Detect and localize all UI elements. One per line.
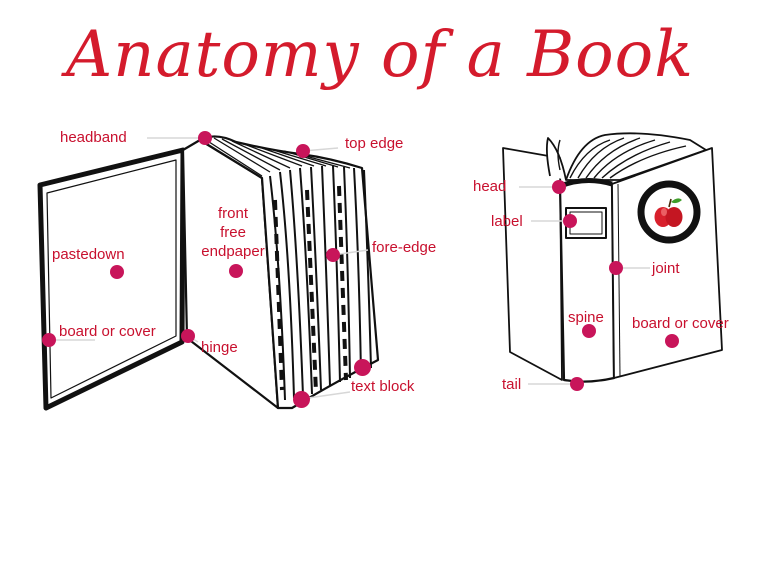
marker-fore-edge bbox=[326, 248, 340, 262]
label-front-free-endpaper-line2: free bbox=[220, 224, 246, 241]
label-front-free-endpaper-line3: endpaper bbox=[201, 243, 265, 260]
label-headband: headband bbox=[60, 129, 127, 146]
marker-text-block-1 bbox=[353, 358, 371, 376]
open-book-illustration bbox=[37, 135, 380, 411]
closed-book-illustration bbox=[502, 132, 723, 383]
marker-head bbox=[552, 180, 566, 194]
label-label: label bbox=[491, 213, 523, 230]
label-fore-edge: fore-edge bbox=[372, 239, 437, 256]
label-front-free-endpaper: front free endpaper bbox=[198, 204, 268, 261]
marker-board-or-cover-left bbox=[42, 333, 56, 347]
label-front-free-endpaper-line1: front bbox=[217, 205, 248, 222]
label-text-block: text block bbox=[351, 378, 415, 395]
label-board-or-cover-right: board or cover bbox=[632, 315, 729, 332]
label-head: head bbox=[473, 178, 507, 195]
label-tail: tail bbox=[502, 376, 522, 393]
marker-label bbox=[563, 214, 577, 228]
label-pastedown: pastedown bbox=[52, 246, 125, 263]
marker-hinge bbox=[181, 329, 195, 343]
label-joint: joint bbox=[652, 260, 680, 277]
marker-board-or-cover-right bbox=[665, 334, 679, 348]
marker-headband bbox=[198, 131, 212, 145]
label-top-edge: top edge bbox=[345, 135, 404, 152]
marker-top-edge bbox=[296, 144, 310, 158]
marker-tail bbox=[570, 377, 584, 391]
marker-pastedown bbox=[110, 265, 124, 279]
apple-icon bbox=[654, 198, 683, 227]
page-title: Anatomy of a Book bbox=[66, 18, 694, 92]
marker-spine bbox=[582, 324, 596, 338]
label-spine: spine bbox=[568, 309, 604, 326]
marker-text-block-2 bbox=[292, 390, 310, 408]
marker-front-free-endpaper bbox=[229, 264, 243, 278]
marker-joint bbox=[609, 261, 623, 275]
label-hinge: hinge bbox=[201, 339, 238, 356]
label-board-or-cover-left: board or cover bbox=[59, 323, 156, 340]
